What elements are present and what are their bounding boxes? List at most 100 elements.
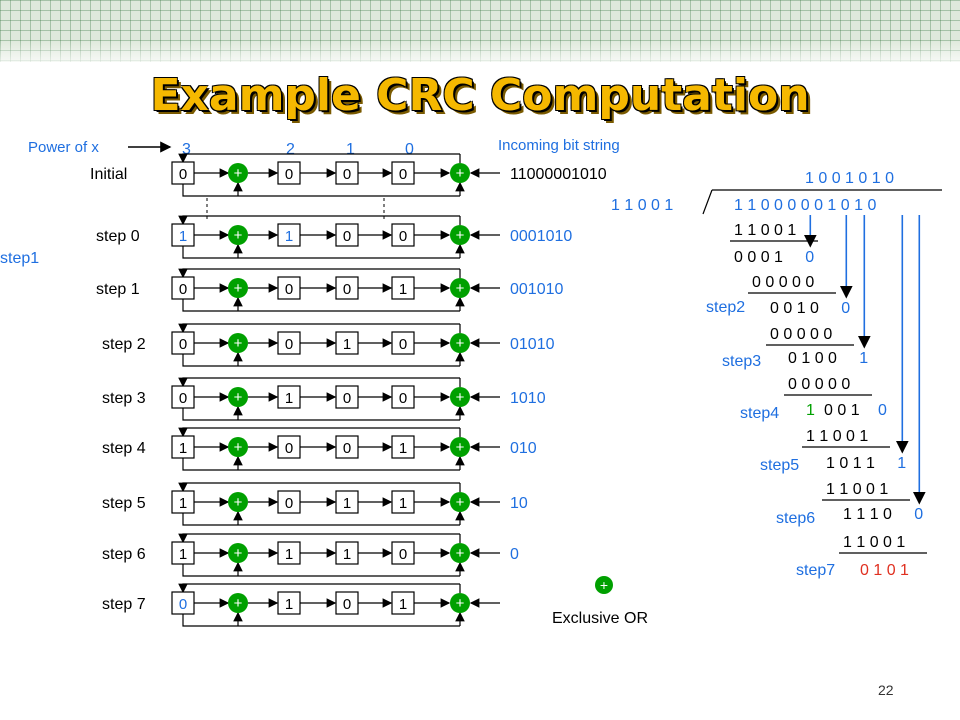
register-cell — [277, 490, 301, 514]
register-bit: 1 — [285, 596, 293, 613]
xor-symbol: + — [234, 545, 243, 562]
register-bit: 0 — [285, 281, 293, 298]
register-bit: 0 — [285, 495, 293, 512]
register-cell — [391, 541, 415, 565]
incoming-next-bit: 0 — [510, 281, 519, 298]
division-line: 1 1 0 0 1 — [826, 481, 888, 498]
xor-symbol: + — [234, 280, 243, 297]
xor-symbol: + — [456, 389, 465, 406]
incoming-remaining-bits: 0 — [519, 495, 528, 512]
brought-down-bit: 0 — [914, 506, 923, 523]
register-cell — [277, 276, 301, 300]
xor-symbol: + — [234, 439, 243, 456]
xor-gate-icon — [450, 437, 470, 457]
register-cell — [335, 223, 359, 247]
xor-symbol: + — [234, 389, 243, 406]
register-bit: 0 — [343, 440, 351, 457]
register-cell — [171, 385, 195, 409]
division-line: 1 1 0 0 1 — [806, 428, 868, 445]
xor-gate-icon — [228, 387, 248, 407]
register-cell — [391, 331, 415, 355]
division-line: 0 0 1 — [824, 402, 860, 419]
xor-symbol: + — [456, 545, 465, 562]
power-of-x-label: Power of x — [28, 139, 99, 156]
loop-wire — [178, 427, 460, 438]
division-line: 1 0 1 1 — [826, 455, 875, 472]
feedback-wire — [182, 614, 460, 627]
xor-gate-icon — [450, 593, 470, 613]
incoming-bits: 01010 — [510, 336, 555, 353]
feedback-wire — [182, 564, 460, 577]
incoming-next-bit: 0 — [510, 440, 519, 457]
xor-gate-icon — [228, 163, 248, 183]
xor-gate-icon — [228, 437, 248, 457]
register-bit: 1 — [285, 390, 293, 407]
xor-symbol: + — [456, 280, 465, 297]
register-bit: 0 — [343, 228, 351, 245]
incoming-bits: 001010 — [510, 281, 564, 298]
xor-gate-icon — [228, 543, 248, 563]
division-line: 0 0 0 0 0 — [770, 326, 832, 343]
xor-gate-icon — [228, 278, 248, 298]
division-line: 0 1 0 0 — [788, 350, 837, 367]
register-cell — [277, 435, 301, 459]
loop-wire — [178, 377, 460, 388]
xor-gate-icon — [450, 225, 470, 245]
power-label-1: 1 — [346, 141, 355, 158]
register-bit: 0 — [179, 281, 187, 298]
register-cell — [335, 276, 359, 300]
step-label: step 3 — [102, 390, 146, 407]
xor-symbol: + — [234, 335, 243, 352]
incoming-remaining-bits: 001010 — [519, 228, 572, 245]
register-bit: 0 — [399, 228, 407, 245]
xor-symbol: + — [234, 595, 243, 612]
feedback-wire — [182, 184, 460, 197]
register-cell — [391, 385, 415, 409]
xor-gate-icon — [228, 333, 248, 353]
register-cell — [335, 331, 359, 355]
register-bit: 1 — [343, 336, 351, 353]
xor-symbol: + — [234, 165, 243, 182]
feedback-wire — [182, 458, 460, 471]
feedback-wire — [182, 354, 460, 367]
xor-gate-icon — [450, 492, 470, 512]
feedback-wire — [182, 513, 460, 526]
register-cell — [335, 385, 359, 409]
register-cell — [335, 541, 359, 565]
register-cell — [391, 435, 415, 459]
register-cell — [277, 541, 301, 565]
register-bit: 1 — [343, 546, 351, 563]
long-division: 1 0 0 1 0 1 0 1 1 0 0 1 1 1 0 0 0 0 0 1 0 … — [0, 170, 942, 579]
step-marker: step6 — [776, 510, 815, 527]
register-cell — [335, 490, 359, 514]
division-lead-bit: 1 — [806, 402, 815, 419]
register-cell — [391, 591, 415, 615]
step-label: step 7 — [102, 596, 146, 613]
step-marker: step3 — [722, 353, 761, 370]
register-cell — [277, 385, 301, 409]
division-line: 1 1 0 0 1 — [843, 534, 905, 551]
grid-fade — [0, 40, 960, 70]
step-marker: step7 — [796, 562, 835, 579]
loop-wire — [178, 323, 460, 334]
brought-down-bit: 1 — [859, 350, 868, 367]
register-bit: 0 — [343, 281, 351, 298]
dividend: 1 1 0 0 0 0 0 1 0 1 0 — [734, 197, 876, 214]
register-bit: 1 — [179, 440, 187, 457]
incoming-bits: 0 — [510, 546, 519, 563]
register-bit: 0 — [285, 166, 293, 183]
register-bit: 0 — [343, 390, 351, 407]
incoming-bits: 10 — [510, 495, 528, 512]
brought-down-bit: 0 — [841, 300, 850, 317]
feedback-wire — [182, 246, 460, 259]
exclusive-or-label: Exclusive OR — [552, 610, 648, 627]
xor-gate-icon — [228, 593, 248, 613]
register-bit: 0 — [285, 440, 293, 457]
divisor: 1 1 0 0 1 — [611, 197, 673, 214]
power-label-0: 0 — [405, 141, 414, 158]
incoming-remaining-bits: 01010 — [519, 281, 564, 298]
